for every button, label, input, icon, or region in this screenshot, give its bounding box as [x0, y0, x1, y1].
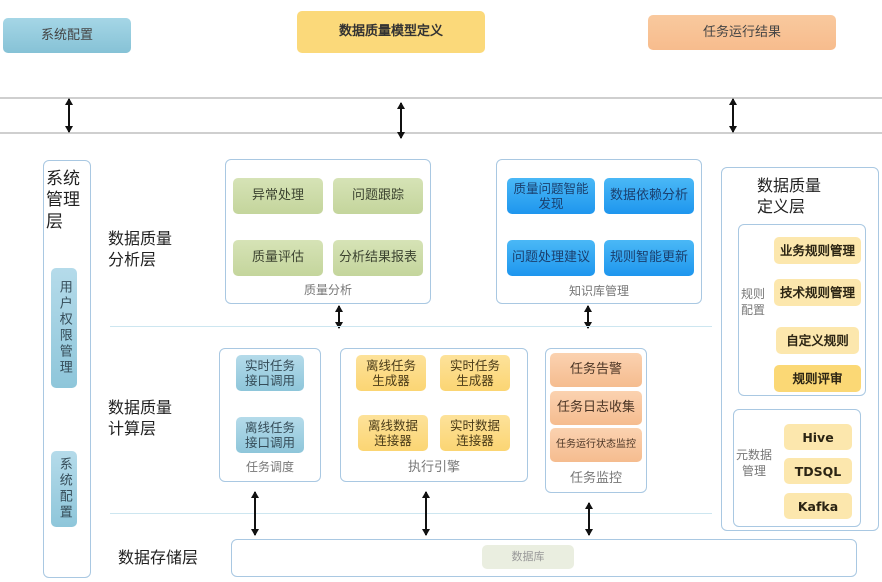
- issue-handling-suggestion: 问题处理建议: [507, 240, 595, 276]
- definition-layer-frame: 数据质量 定义层 规则 配置 业务规则管理 技术规则管理 自定义规则 规则评审 …: [721, 167, 879, 531]
- metadata-hive: Hive: [784, 424, 852, 450]
- task-alert: 任务告警: [550, 353, 642, 387]
- data-dependency-analysis: 数据依赖分析: [604, 178, 694, 214]
- offline-task-generator-line1: 离线任务: [365, 358, 416, 373]
- analysis-layer-title: 数据质量 分析层: [108, 229, 172, 271]
- realtime-data-connector-line1: 实时数据: [449, 418, 500, 433]
- rule-config-frame: 规则 配置 业务规则管理 技术规则管理 自定义规则 规则评审: [738, 224, 866, 396]
- realtime-data-connector: 实时数据 连接器: [440, 415, 510, 451]
- realtime-task-generator-line2: 生成器: [456, 373, 494, 388]
- knowledge-base-label: 知识库管理: [568, 284, 629, 298]
- quality-analysis-label: 质量分析: [303, 283, 352, 297]
- quality-analysis-frame: 异常处理 问题跟踪 质量评估 分析结果报表 质量分析: [225, 159, 431, 304]
- arrow-knowledge-base: [584, 305, 591, 329]
- task-monitoring-label: 任务监控: [569, 471, 622, 486]
- technical-rule-management: 技术规则管理: [774, 279, 861, 306]
- system-layer-title: 系统管理层: [46, 169, 80, 232]
- rule-config-label-line1: 规则: [741, 287, 766, 301]
- database: 数据库: [482, 545, 574, 569]
- knowledge-base-frame: 质量问题智能 发现 数据依赖分析 问题处理建议 规则智能更新 知识库管理: [496, 159, 702, 304]
- offline-task-generator-line2: 生成器: [372, 373, 410, 388]
- task-monitoring-frame: 任务告警 任务日志收集 任务运行状态监控 任务监控: [545, 348, 647, 493]
- realtime-task-generator: 实时任务 生成器: [440, 355, 510, 391]
- issue-tracking: 问题跟踪: [333, 178, 423, 214]
- top-bus-line: [0, 97, 882, 99]
- rule-config-label: 规则 配置: [741, 287, 765, 318]
- smart-issue-discovery-line2: 发现: [538, 196, 564, 211]
- task-scheduling-label: 任务调度: [245, 460, 294, 474]
- realtime-task-api-call-line1: 实时任务: [244, 358, 295, 373]
- offline-task-api-call: 离线任务 接口调用: [236, 417, 304, 453]
- top-system-config: 系统配置: [3, 18, 131, 53]
- arrow-monitoring-storage: [585, 502, 592, 536]
- metadata-label-line2: 管理: [741, 463, 766, 478]
- definition-layer-title-line1: 数据质量: [757, 176, 822, 195]
- quality-assessment: 质量评估: [233, 240, 323, 276]
- execution-engine-frame: 离线任务 生成器 实时任务 生成器 离线数据 连接器 实时数据 连接器 执行引擎: [340, 348, 528, 482]
- analysis-layer-title-line1: 数据质量: [108, 229, 173, 248]
- metadata-label-line1: 元数据: [736, 448, 773, 462]
- analysis-report: 分析结果报表: [333, 240, 423, 276]
- task-log-collection: 任务日志收集: [550, 391, 642, 425]
- compute-layer-title-line1: 数据质量: [108, 398, 173, 417]
- arrow-scheduling-storage: [251, 491, 258, 536]
- offline-data-connector-line2: 连接器: [374, 433, 412, 448]
- smart-issue-discovery-line1: 质量问题智能: [513, 181, 589, 196]
- definition-layer-title: 数据质量 定义层: [757, 176, 821, 218]
- smart-rule-update: 规则智能更新: [604, 240, 694, 276]
- metadata-label: 元数据 管理: [736, 448, 772, 479]
- offline-data-connector-line1: 离线数据: [367, 418, 418, 433]
- rule-review: 规则评审: [774, 365, 861, 392]
- user-permission-management: 用户权限管理: [51, 268, 77, 388]
- compute-storage-separator: [110, 513, 712, 514]
- anomaly-handling: 异常处理: [233, 178, 323, 214]
- compute-layer-title-line2: 计算层: [108, 418, 157, 438]
- rule-config-label-line2: 配置: [741, 302, 766, 317]
- analysis-layer-title-line2: 分析层: [108, 249, 157, 269]
- custom-rule: 自定义规则: [776, 327, 859, 354]
- storage-layer-title: 数据存储层: [118, 548, 199, 567]
- offline-task-api-call-line2: 接口调用: [244, 435, 295, 450]
- analysis-compute-separator: [110, 326, 712, 327]
- task-scheduling-frame: 实时任务 接口调用 离线任务 接口调用 任务调度: [219, 348, 321, 482]
- system-layer-frame: 系统管理层 用户权限管理 系统配置: [43, 160, 91, 578]
- storage-layer-frame: 数据库: [231, 539, 857, 577]
- realtime-data-connector-line2: 连接器: [456, 433, 494, 448]
- realtime-task-api-call-line2: 接口调用: [244, 373, 295, 388]
- system-config-item: 系统配置: [51, 451, 77, 527]
- arrow-task-result: [729, 98, 736, 133]
- compute-layer-title: 数据质量 计算层: [108, 398, 172, 440]
- arrow-model-definition: [397, 102, 404, 139]
- metadata-tdsql: TDSQL: [784, 458, 852, 484]
- metadata-frame: 元数据 管理 Hive TDSQL Kafka: [733, 409, 861, 527]
- realtime-task-generator-line1: 实时任务: [449, 358, 500, 373]
- bottom-bus-line: [0, 132, 882, 134]
- top-task-result: 任务运行结果: [648, 15, 836, 50]
- realtime-task-api-call: 实时任务 接口调用: [236, 355, 304, 391]
- smart-issue-discovery: 质量问题智能 发现: [507, 178, 595, 214]
- arrow-quality-analysis: [335, 305, 342, 329]
- offline-data-connector: 离线数据 连接器: [358, 415, 428, 451]
- definition-layer-title-line2: 定义层: [757, 196, 806, 216]
- business-rule-management: 业务规则管理: [774, 237, 861, 264]
- arrow-engine-storage: [422, 491, 429, 536]
- offline-task-api-call-line1: 离线任务: [244, 420, 295, 435]
- execution-engine-label: 执行引擎: [407, 460, 460, 475]
- arrow-system-config: [65, 98, 72, 133]
- metadata-kafka: Kafka: [784, 493, 852, 519]
- top-model-definition: 数据质量模型定义: [297, 11, 485, 53]
- task-status-monitoring: 任务运行状态监控: [550, 428, 642, 462]
- offline-task-generator: 离线任务 生成器: [356, 355, 426, 391]
